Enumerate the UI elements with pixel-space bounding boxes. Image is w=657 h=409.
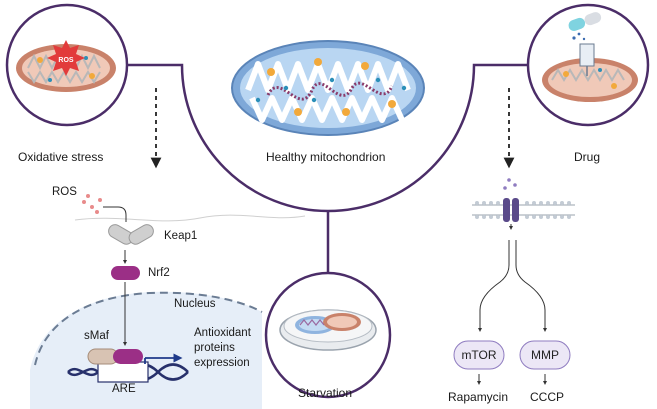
mtor-pill xyxy=(453,340,505,370)
label-nrf2: Nrf2 xyxy=(148,267,170,279)
label-healthy-mitochondrion: Healthy mitochondrion xyxy=(266,150,386,164)
label-oxidative-stress: Oxidative stress xyxy=(18,150,104,164)
label-are: ARE xyxy=(112,383,136,395)
label-antioxidant: Antioxidant xyxy=(194,327,251,339)
label-mtor: mTOR xyxy=(461,348,497,362)
keap1-right xyxy=(128,224,154,245)
drug-mitochondrion xyxy=(526,3,650,127)
label-drug: Drug xyxy=(574,150,601,164)
label-smaf: sMaf xyxy=(84,330,109,342)
healthy-mitochondrion xyxy=(231,40,425,136)
damaged-mitochondrion-ros: ROS xyxy=(5,3,129,127)
mmp-pill xyxy=(519,340,571,370)
nrf2-pathway xyxy=(30,194,306,409)
label-ros: ROS xyxy=(52,186,77,198)
nrf2-bound xyxy=(113,349,143,364)
label-mmp: MMP xyxy=(531,348,559,362)
ros-badge-text: ROS xyxy=(58,57,74,64)
drug-signaling-pathway xyxy=(453,178,575,385)
label-starvation: Starvation xyxy=(298,386,353,400)
cell-membrane xyxy=(472,201,575,219)
label-proteins: proteins xyxy=(194,342,235,354)
receptor-right xyxy=(512,198,519,222)
ros-burst-icon xyxy=(47,40,85,76)
receptor-left xyxy=(503,198,510,222)
cytoplasm-boundary xyxy=(74,214,306,222)
starvation-petri-dish xyxy=(264,271,392,399)
capsule-icon xyxy=(568,12,602,31)
label-cccp: CCCP xyxy=(530,390,565,404)
label-nucleus: Nucleus xyxy=(174,298,216,310)
label-expression: expression xyxy=(194,357,250,369)
label-rapamycin: Rapamycin xyxy=(448,390,509,404)
syringe-icon xyxy=(579,43,595,67)
nuclear-envelope xyxy=(34,291,263,366)
nrf2-protein xyxy=(111,266,140,280)
label-keap1: Keap1 xyxy=(164,230,198,242)
nucleus xyxy=(30,291,262,409)
are-box xyxy=(97,361,149,383)
